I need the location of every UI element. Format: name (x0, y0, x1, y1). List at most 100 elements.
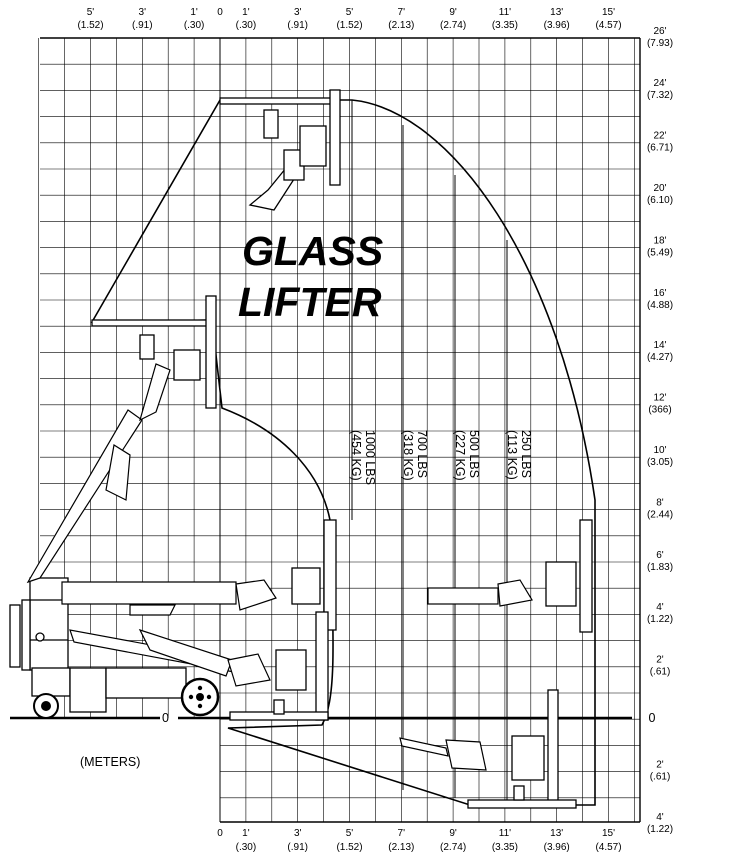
top-axis-m-label: (.91) (132, 20, 153, 31)
title-glass: GLASS (242, 228, 383, 274)
bottom-axis-ft-label: 0 (217, 828, 223, 839)
right-axis-ft-label: 12' (653, 393, 666, 404)
bottom-axis-m-label: (3.96) (544, 842, 570, 853)
top-axis-m-label: (.91) (287, 20, 308, 31)
top-axis-ft-label: 5' (346, 7, 354, 18)
bottom-axis-ft-label: 9' (449, 828, 457, 839)
top-axis-ft-label: 7' (398, 7, 406, 18)
top-axis-m-label: (2.13) (388, 20, 414, 31)
right-axis-ft-label: 2' (656, 759, 664, 770)
right-axis-zero-label: 0 (649, 711, 656, 725)
boom-horizontal (61, 579, 277, 616)
capacity-kg-label: (454 KG) (349, 430, 363, 481)
capacity-label: 250 LBS(113 KG) (505, 430, 533, 480)
top-axis-ft-label: 13' (550, 7, 563, 18)
right-axis-ft-label: 20' (653, 183, 666, 194)
reach-grid (38, 37, 640, 822)
top-axis-ft-label: 15' (602, 7, 615, 18)
boom-extended-mid (427, 579, 533, 607)
capacity-kg-label: (318 KG) (401, 430, 415, 481)
boom-extended-low (399, 737, 487, 771)
suction-plate-top (219, 89, 341, 211)
right-axis-ft-label: 2' (656, 655, 664, 666)
right-axis-ft-label: 4' (656, 812, 664, 823)
top-axis-m-label: (1.52) (336, 20, 362, 31)
right-axis-m-label: (1.83) (647, 562, 673, 573)
capacity-lbs-label: 500 LBS (467, 430, 481, 478)
bottom-axis-ft-label: 15' (602, 828, 615, 839)
capacity-label: 700 LBS(318 KG) (401, 430, 429, 481)
right-axis-m-label: (5.49) (647, 247, 673, 258)
right-axis-ft-label: 10' (653, 445, 666, 456)
capacity-lbs-label: 1000 LBS (363, 430, 377, 485)
bottom-axis-m-label: (.30) (236, 842, 257, 853)
bottom-axis-m-label: (3.35) (492, 842, 518, 853)
boom-lower (69, 628, 271, 687)
top-axis-m-label: (3.96) (544, 20, 570, 31)
bottom-axis-ft-label: 7' (398, 828, 406, 839)
top-axis-m-label: (2.74) (440, 20, 466, 31)
bottom-axis-m-label: (1.52) (336, 842, 362, 853)
top-axis-m-label: (.30) (184, 20, 205, 31)
right-axis-m-label: (6.71) (647, 143, 673, 154)
right-axis-m-label: (2.44) (647, 509, 673, 520)
top-axis-ft-label: 3' (139, 7, 147, 18)
right-axis-ft-label: 18' (653, 235, 666, 246)
right-axis-m-label: (1.22) (647, 614, 673, 625)
ground-zero-label: 0 (162, 711, 169, 725)
right-axis-ft-label: 8' (656, 497, 664, 508)
top-axis-m-label: (3.35) (492, 20, 518, 31)
top-axis-m-label: (1.52) (77, 20, 103, 31)
capacity-lbs-label: 700 LBS (415, 430, 429, 478)
right-axis-m-label: (3.05) (647, 457, 673, 468)
right-axis-ft-label: 6' (656, 550, 664, 561)
top-axis-m-label: (.30) (236, 20, 257, 31)
suction-plate-low-left (229, 611, 329, 721)
right-axis-ft-label: 22' (653, 131, 666, 142)
title-lifter: LIFTER (238, 279, 382, 325)
wheel-icon (33, 677, 220, 719)
top-axis-ft-label: 9' (449, 7, 457, 18)
top-axis-ft-label: 0 (217, 7, 223, 18)
suction-plate-low-right (467, 689, 577, 809)
right-axis-ft-label: 24' (653, 78, 666, 89)
right-axis-m-label: (1.22) (647, 824, 673, 835)
bottom-axis-m-label: (.91) (287, 842, 308, 853)
bottom-axis-ft-label: 1' (242, 828, 250, 839)
right-axis-ft-label: 14' (653, 340, 666, 351)
right-axis-ft-label: 4' (656, 602, 664, 613)
right-axis-m-label: (4.27) (647, 352, 673, 363)
bottom-axis-ft-label: 3' (294, 828, 302, 839)
right-axis-m-label: (7.32) (647, 90, 673, 101)
top-axis-ft-label: 1' (242, 7, 250, 18)
suction-plate-mid-left (291, 519, 337, 631)
capacity-lbs-label: 250 LBS (519, 430, 533, 478)
right-axis-ft-label: 16' (653, 288, 666, 299)
suction-plate-mid-right (545, 519, 593, 633)
right-axis-m-label: (7.93) (647, 38, 673, 49)
right-axis-m-label: (4.88) (647, 300, 673, 311)
right-axis-ft-label: 26' (653, 26, 666, 37)
right-axis-m-label: (6.10) (647, 195, 673, 206)
suction-plate-upper (91, 295, 217, 409)
bottom-axis-m-label: (4.57) (595, 842, 621, 853)
right-axis-m-label: (.61) (650, 667, 671, 678)
capacity-label: 1000 LBS(454 KG) (349, 430, 377, 485)
meters-label: (METERS) (80, 755, 140, 769)
bottom-axis-ft-label: 11' (499, 828, 511, 839)
top-axis-m-label: (4.57) (595, 20, 621, 31)
top-axis-ft-label: 3' (294, 7, 302, 18)
capacity-labels: 1000 LBS(454 KG) 700 LBS(318 KG) 500 LBS(2… (349, 430, 533, 485)
right-axis-m-label: (.61) (650, 771, 671, 782)
top-axis-ft-label: 1' (190, 7, 198, 18)
bottom-axis-ft-label: 13' (550, 828, 563, 839)
right-axis-m-label: (366) (648, 405, 671, 416)
capacity-label: 500 LBS(227 KG) (453, 430, 481, 481)
top-axis-ft-label: 11' (499, 7, 511, 18)
bottom-axis-ft-label: 5' (346, 828, 354, 839)
capacity-kg-label: (227 KG) (453, 430, 467, 481)
boom-raised (26, 363, 171, 584)
capacity-kg-label: (113 KG) (505, 430, 519, 480)
top-axis-ft-label: 5' (87, 7, 95, 18)
